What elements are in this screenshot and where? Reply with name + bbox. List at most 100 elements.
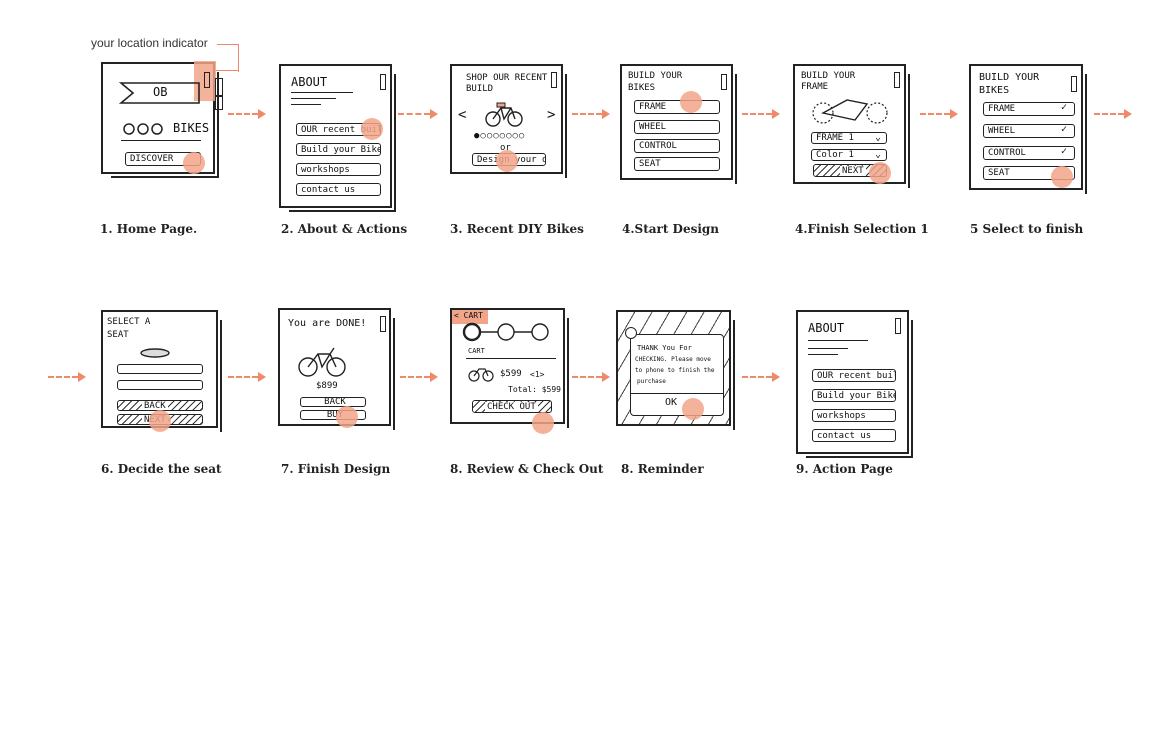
check-icon: ✓ <box>1061 124 1068 135</box>
screen-subtitle: SEAT <box>107 330 129 340</box>
screen-finish-design: You are DONE! $899 BACK BUY <box>278 308 395 430</box>
flow-arrow <box>742 376 772 378</box>
wheel-option[interactable]: WHEEL <box>634 120 720 134</box>
caption-start: 4.Start Design <box>622 222 720 236</box>
prev-arrow-icon[interactable]: < <box>458 107 467 123</box>
control-option[interactable]: CONTROL <box>983 146 1075 160</box>
reminder-line: CHECKING. Please move <box>635 356 711 363</box>
text-line <box>291 104 321 105</box>
caption-finish-selection: 4.Finish Selection 1 <box>795 222 929 236</box>
contact-button[interactable]: contact us <box>812 429 896 442</box>
screen-about: ABOUT OUR recent build Build your Bike w… <box>279 64 396 212</box>
text-line <box>291 98 336 99</box>
divider <box>466 358 556 359</box>
flow-arrow <box>48 376 78 378</box>
screen-cart: < CART CART $599 <1> Total: $599 CHECK O… <box>450 308 569 434</box>
cart-back-tag[interactable]: < CART <box>452 310 488 324</box>
screen-action-page: ABOUT OUR recent build Build your Bike w… <box>796 310 913 458</box>
scroll-indicator-icon <box>204 72 210 88</box>
tap-highlight <box>149 410 171 432</box>
flow-arrowhead <box>430 109 438 119</box>
control-option[interactable]: CONTROL <box>634 139 720 153</box>
item-price: $599 <box>500 369 522 379</box>
frame-option[interactable]: FRAME <box>634 100 720 114</box>
tap-highlight <box>1051 166 1073 188</box>
reminder-line: THANK You For <box>637 344 692 352</box>
wheel-option[interactable]: WHEEL <box>983 124 1075 138</box>
carousel-dots-icon: ●○○○○○○○ <box>474 131 526 141</box>
recent-build-button[interactable]: OUR recent build <box>812 369 896 382</box>
scroll-indicator-icon <box>1071 76 1077 92</box>
bikes-text: BIKES <box>173 121 210 135</box>
quantity-stepper[interactable]: <1> <box>530 370 545 379</box>
contact-button[interactable]: contact us <box>296 183 381 196</box>
flow-arrow <box>920 113 950 115</box>
frame-preview-icon <box>812 99 888 124</box>
buy-button[interactable]: BUY <box>300 410 366 420</box>
screen-title: You are DONE! <box>288 318 367 329</box>
seat-option[interactable]: SEAT <box>634 157 720 171</box>
text-line <box>808 348 848 349</box>
checkout-button[interactable]: CHECK OUT <box>472 400 552 413</box>
flow-arrow <box>742 113 772 115</box>
flow-arrowhead <box>258 372 266 382</box>
chevron-down-icon: ⌄ <box>875 149 882 160</box>
workshops-button[interactable]: workshops <box>812 409 896 422</box>
screen-home: OB BIKES DISCOVER <box>101 61 219 178</box>
flow-arrowhead <box>602 372 610 382</box>
seat-option-row[interactable] <box>117 380 203 390</box>
price-text: $899 <box>316 381 338 391</box>
screen-recent-bikes: SHOP OUR RECENT BUILD < > ●○○○○○○○ or De… <box>450 64 567 178</box>
back-label: BACK <box>324 397 346 407</box>
check-icon: ✓ <box>1061 102 1068 113</box>
seat-option-row[interactable] <box>117 364 203 374</box>
next-arrow-icon[interactable]: > <box>547 107 556 123</box>
total-text: Total: $599 <box>508 385 561 394</box>
ok-button[interactable]: OK <box>665 397 678 408</box>
close-icon[interactable] <box>625 327 637 339</box>
flow-arrow <box>398 113 430 115</box>
checkout-label: CHECK OUT <box>485 401 538 412</box>
bicycle-icon <box>485 102 523 127</box>
next-button[interactable]: NEXT <box>813 164 887 177</box>
tap-highlight <box>361 118 383 140</box>
caption-reminder: 8. Reminder <box>621 462 704 476</box>
reminder-line: to phone to finish the <box>635 367 715 374</box>
caption-seat: 6. Decide the seat <box>101 462 222 476</box>
bicycle-icon <box>468 368 494 382</box>
flow-arrowhead <box>258 109 266 119</box>
screen-title: BUILD YOUR <box>628 71 683 81</box>
text-line <box>808 354 838 355</box>
frame-select[interactable]: FRAME 1 <box>811 132 887 144</box>
cart-back-label: < CART <box>454 311 483 320</box>
flow-arrowhead <box>602 109 610 119</box>
tap-highlight <box>680 91 702 113</box>
build-bike-button[interactable]: Build your Bike <box>812 389 896 402</box>
check-icon: ✓ <box>1061 146 1068 157</box>
screen-title: ABOUT <box>808 321 845 335</box>
scroll-indicator-icon <box>894 72 900 88</box>
next-label: NEXT <box>840 165 866 176</box>
flow-arrowhead <box>430 372 438 382</box>
flow-arrow <box>572 376 602 378</box>
screen-subtitle: BIKES <box>979 85 1010 96</box>
caption-cart: 8. Review & Check Out <box>450 462 604 476</box>
frame-option[interactable]: FRAME <box>983 102 1075 116</box>
flow-arrow <box>400 376 430 378</box>
caption-finish-design: 7. Finish Design <box>281 462 391 476</box>
workshops-button[interactable]: workshops <box>296 163 381 176</box>
screen-reminder: THANK You For CHECKING. Please move to p… <box>616 310 735 430</box>
scroll-indicator-icon <box>380 316 386 332</box>
tap-highlight <box>496 150 518 172</box>
flow-arrowhead <box>950 109 958 119</box>
seat-option[interactable]: SEAT <box>983 166 1075 180</box>
back-button[interactable]: BACK <box>300 397 366 407</box>
caption-action-page: 9. Action Page <box>796 462 893 476</box>
flow-arrowhead <box>78 372 86 382</box>
build-bike-button[interactable]: Build your Bike <box>296 143 381 156</box>
side-tab-icon-2 <box>215 96 223 110</box>
screen-title: ABOUT <box>291 75 328 89</box>
color-select[interactable]: Color 1 <box>811 149 887 161</box>
tap-highlight <box>869 162 891 184</box>
caption-recent: 3. Recent DIY Bikes <box>450 222 584 236</box>
